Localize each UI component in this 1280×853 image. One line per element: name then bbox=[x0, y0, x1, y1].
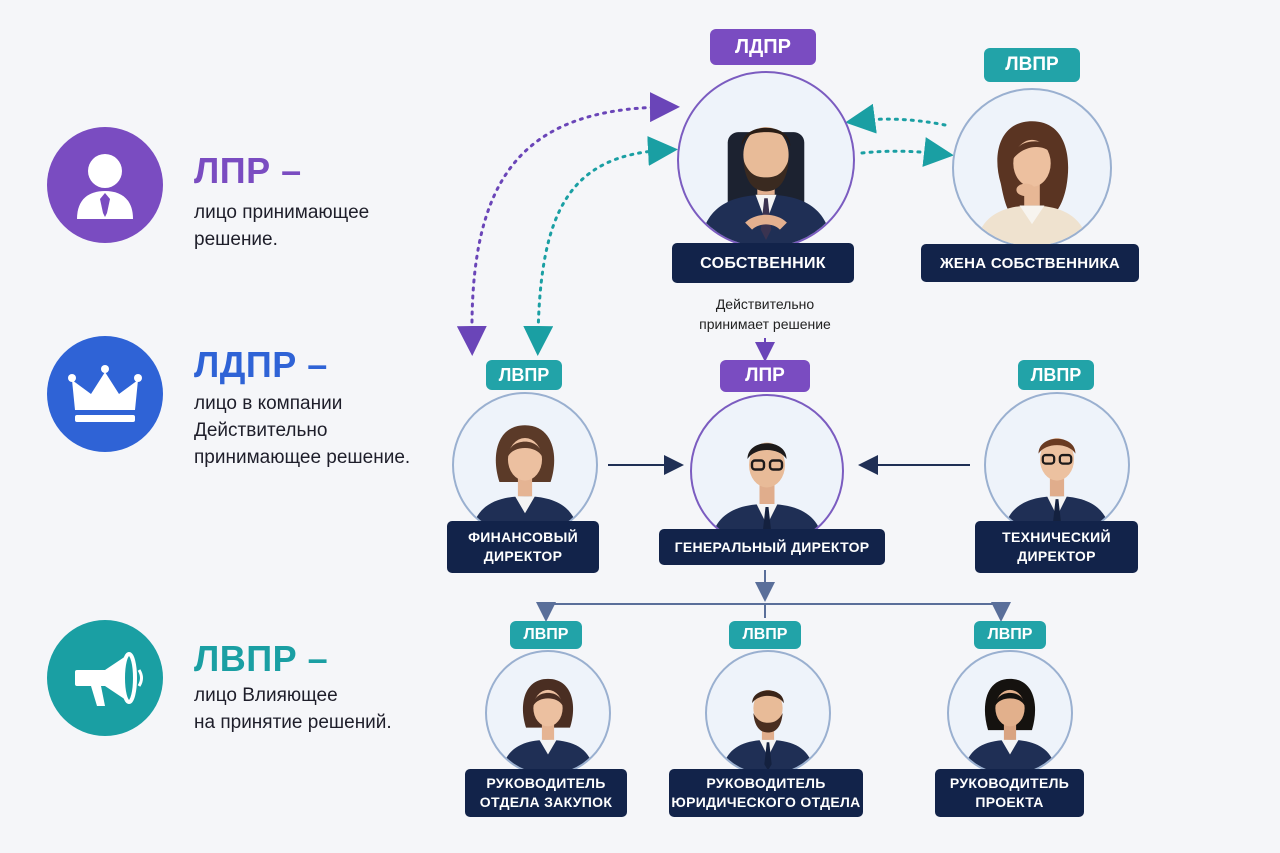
woman-avatar bbox=[501, 678, 595, 774]
legend-lvpr-title: ЛВПР – bbox=[194, 638, 329, 679]
legend-lpr-desc: лицо принимающее решение. bbox=[194, 199, 434, 253]
cto-label-line: ДИРЕКТОР bbox=[1017, 548, 1096, 564]
wife-badge: ЛВПР bbox=[984, 48, 1080, 82]
project-label-line: ПРОЕКТА bbox=[975, 794, 1044, 810]
woman-avatar bbox=[975, 121, 1089, 246]
legend-ldpr-desc: лицо в компании Действительно принимающе… bbox=[194, 390, 444, 471]
legal-portrait bbox=[705, 650, 831, 776]
owner-label: СОБСТВЕННИК bbox=[672, 243, 854, 283]
legend-lpr-desc-line: лицо принимающее bbox=[194, 202, 370, 223]
wife-portrait bbox=[952, 88, 1112, 248]
legal-label-line: РУКОВОДИТЕЛЬ bbox=[706, 775, 826, 791]
woman-avatar bbox=[963, 678, 1057, 774]
cto-label-line: ТЕХНИЧЕСКИЙ bbox=[1002, 529, 1111, 545]
note-line: Действительно bbox=[715, 296, 815, 312]
man-bearded-avatar bbox=[699, 126, 833, 247]
legend-lpr-title: ЛПР – bbox=[194, 150, 302, 191]
cfo-label: ФИНАНСОВЫЙ ДИРЕКТОР bbox=[447, 521, 599, 573]
purchasing-label-line: ОТДЕЛА ЗАКУПОК bbox=[479, 794, 613, 810]
dotted-arrow-cfo-owner-2 bbox=[523, 135, 678, 356]
project-label-line: РУКОВОДИТЕЛЬ bbox=[949, 775, 1070, 791]
legend-lvpr-desc-line: на принятие решений. bbox=[194, 712, 392, 733]
dotted-arrow-cfo-owner bbox=[456, 92, 680, 356]
legal-label: РУКОВОДИТЕЛЬ ЮРИДИЧЕСКОГО ОТДЕЛА bbox=[669, 769, 863, 817]
wife-label-line: ЖЕНА СОБСТВЕННИКА bbox=[939, 254, 1121, 272]
legend-ldpr-icon-circle bbox=[47, 336, 163, 452]
megaphone-icon bbox=[75, 652, 143, 706]
owner-label-line: СОБСТВЕННИК bbox=[700, 254, 826, 272]
dotted-arrow-owner-wife bbox=[860, 137, 954, 167]
purchasing-badge: ЛВПР bbox=[510, 621, 582, 649]
cto-portrait bbox=[984, 392, 1130, 538]
cto-label: ТЕХНИЧЕСКИЙ ДИРЕКТОР bbox=[975, 521, 1138, 573]
legend-lpr-icon-circle bbox=[47, 127, 163, 243]
legend-lpr-desc-line: решение. bbox=[194, 229, 278, 250]
man-glasses-avatar bbox=[1003, 438, 1111, 536]
purchasing-portrait bbox=[485, 650, 611, 776]
project-label: РУКОВОДИТЕЛЬ ПРОЕКТА bbox=[935, 769, 1084, 817]
note-line: принимает решение bbox=[699, 316, 831, 332]
legend-lvpr-icon-circle bbox=[47, 620, 163, 736]
legend-ldpr-desc-line: лицо в компании bbox=[194, 393, 343, 414]
woman-avatar bbox=[471, 425, 579, 536]
cfo-label-line: ДИРЕКТОР bbox=[483, 548, 563, 564]
crown-icon bbox=[68, 365, 142, 422]
person-icon bbox=[77, 154, 133, 219]
legend-lvpr-desc: лицо Влияющее на принятие решений. bbox=[194, 682, 434, 736]
dotted-arrow-wife-owner bbox=[845, 103, 947, 134]
purchasing-label: РУКОВОДИТЕЛЬ ОТДЕЛА ЗАКУПОК bbox=[465, 769, 627, 817]
legal-label-line: ЮРИДИЧЕСКОГО ОТДЕЛА bbox=[671, 794, 861, 810]
owner-badge: ЛДПР bbox=[710, 29, 816, 65]
legend-ldpr-title: ЛДПР – bbox=[194, 344, 328, 385]
legend-ldpr-desc-line: принимающее решение. bbox=[194, 447, 411, 468]
owner-portrait bbox=[677, 71, 855, 249]
man-bearded-avatar bbox=[721, 689, 815, 774]
ceo-label: ГЕНЕРАЛЬНЫЙ ДИРЕКТОР bbox=[659, 529, 885, 565]
project-badge: ЛВПР bbox=[974, 621, 1046, 649]
tree-connector bbox=[545, 603, 1002, 614]
legend-lvpr-desc-line: лицо Влияющее bbox=[194, 685, 338, 706]
legend-ldpr-desc-line: Действительно bbox=[194, 420, 328, 441]
owner-decision-note: Действительно принимает решение bbox=[660, 294, 870, 334]
purchasing-label-line: РУКОВОДИТЕЛЬ bbox=[486, 775, 606, 791]
man-glasses-avatar bbox=[710, 442, 824, 546]
project-portrait bbox=[947, 650, 1073, 776]
cfo-label-line: ФИНАНСОВЫЙ bbox=[468, 529, 578, 545]
cfo-badge: ЛВПР bbox=[486, 360, 562, 390]
ceo-label-line: ГЕНЕРАЛЬНЫЙ ДИРЕКТОР bbox=[674, 538, 870, 555]
wife-label: ЖЕНА СОБСТВЕННИКА bbox=[921, 244, 1139, 282]
cto-badge: ЛВПР bbox=[1018, 360, 1094, 390]
legal-badge: ЛВПР bbox=[729, 621, 801, 649]
ceo-badge: ЛПР bbox=[720, 360, 810, 392]
cfo-portrait bbox=[452, 392, 598, 538]
ceo-portrait bbox=[690, 394, 844, 548]
